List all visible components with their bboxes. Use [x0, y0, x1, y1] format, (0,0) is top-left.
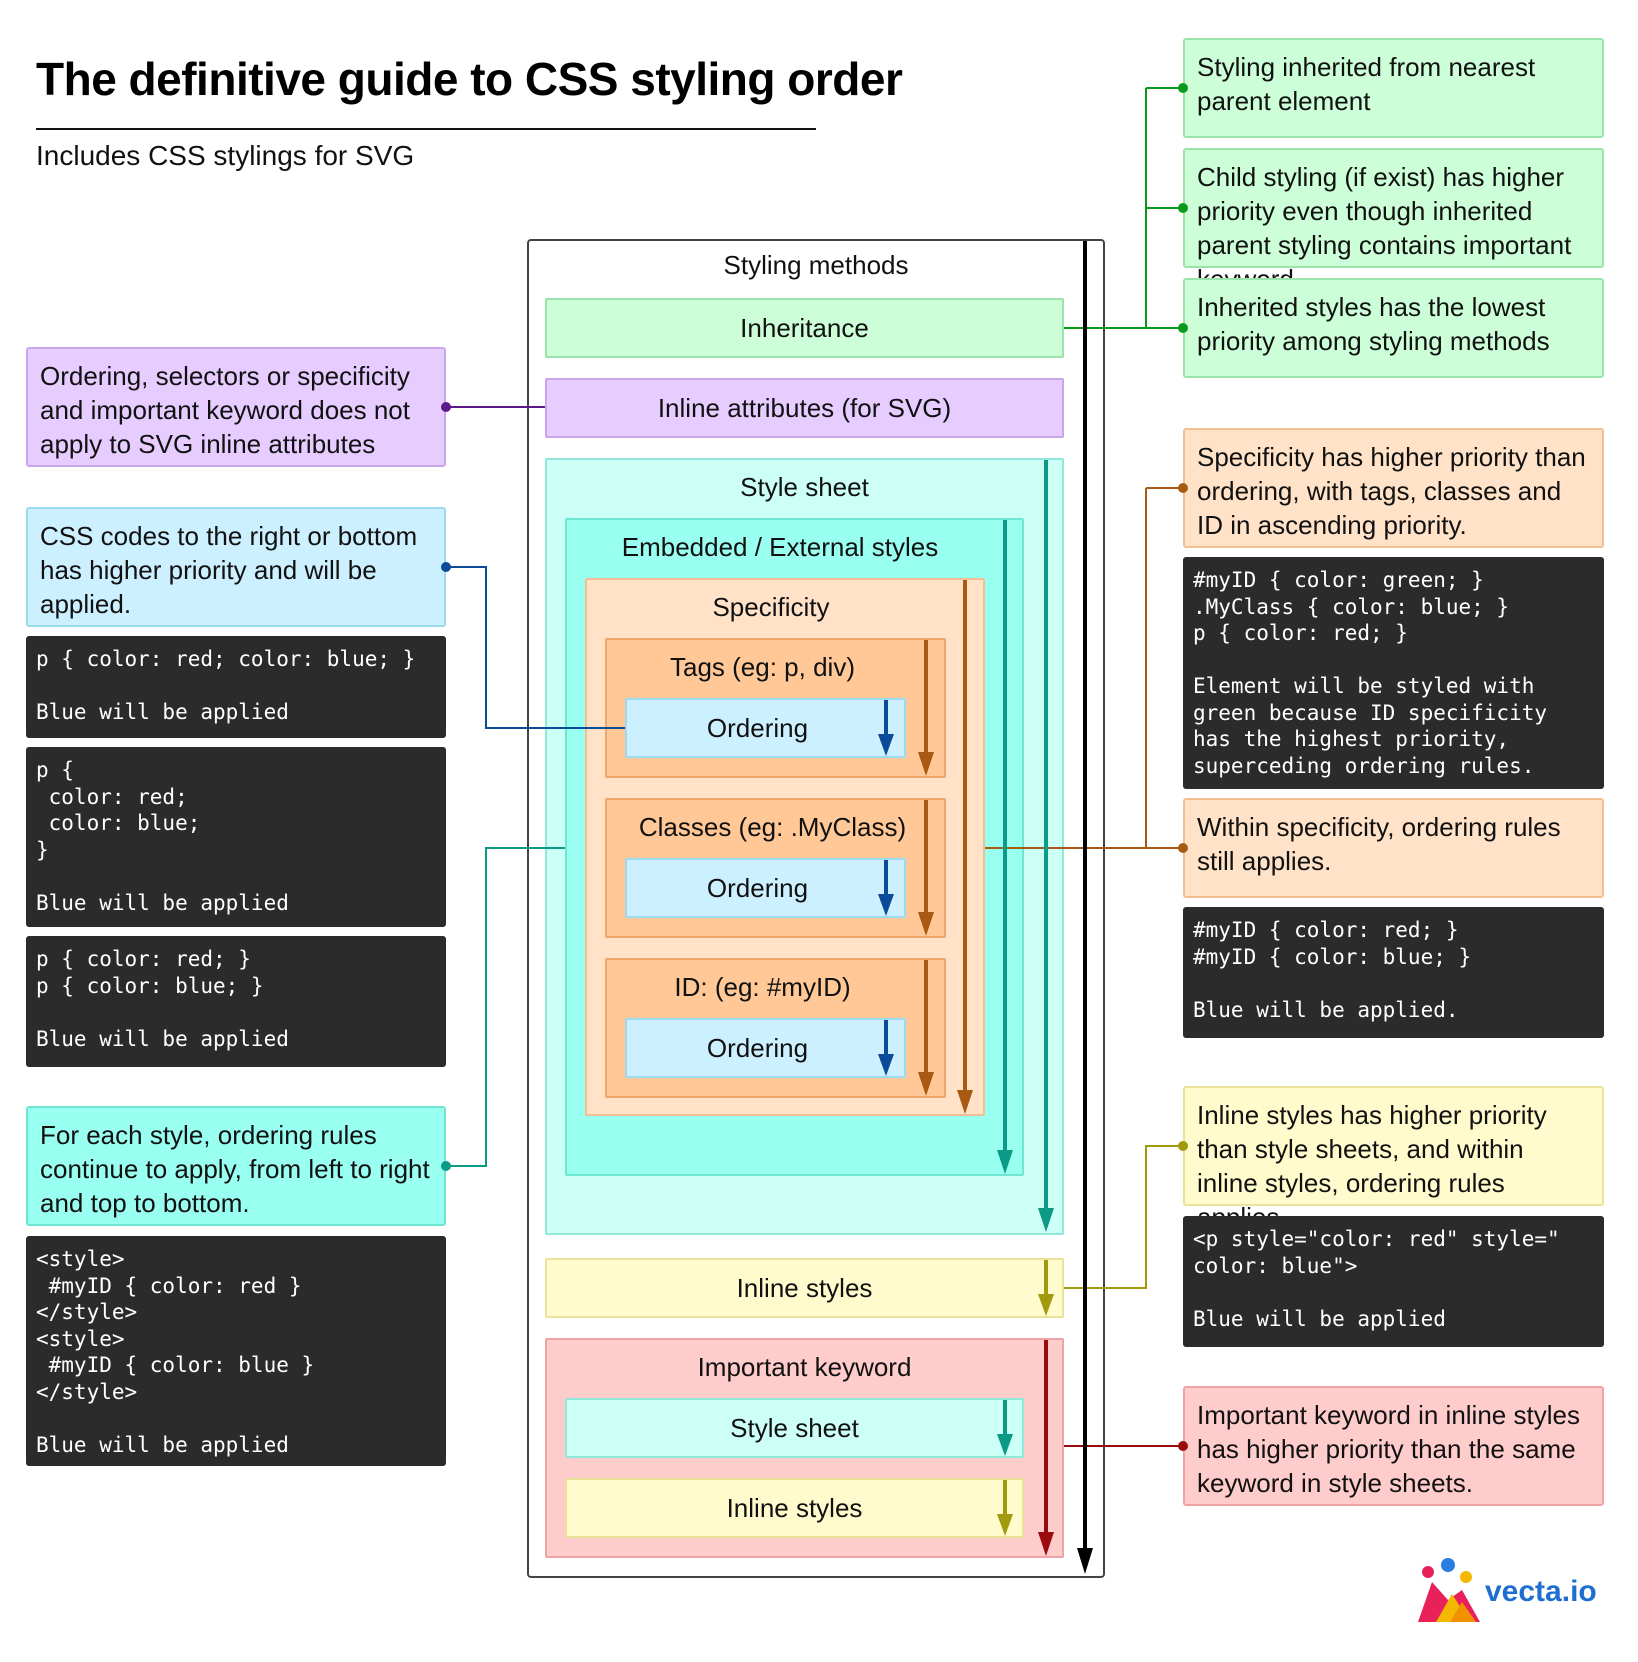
- vecta-logo-icon: [1418, 1558, 1480, 1622]
- id-label: ID: (eg: #myID): [674, 972, 851, 1002]
- important-inline-styles-box: [565, 1478, 1024, 1538]
- note-each-style: For each style, ordering rules continue …: [26, 1106, 446, 1226]
- id-ordering-box: [625, 1018, 906, 1078]
- style-sheet-label: Style sheet: [740, 472, 869, 502]
- code-specificity: #myID { color: green; } .MyClass { color…: [1183, 557, 1604, 789]
- important-style-sheet-label: Style sheet: [730, 1413, 859, 1443]
- inline-styles-label: Inline styles: [736, 1273, 873, 1303]
- code-example-1: p { color: red; color: blue; } Blue will…: [26, 636, 446, 738]
- note-inherited-nearest: Styling inherited from nearest parent el…: [1183, 38, 1604, 138]
- classes-label: Classes (eg: .MyClass): [638, 812, 907, 842]
- classes-ordering-label: Ordering: [706, 873, 809, 903]
- inline-styles-box: [545, 1258, 1064, 1318]
- note-within-specificity: Within specificity, ordering rules still…: [1183, 798, 1604, 898]
- styling-methods-title: Styling methods: [723, 250, 909, 280]
- embedded-external-label: Embedded / External styles: [621, 532, 939, 562]
- inline-attributes-box: [545, 378, 1064, 438]
- inheritance-box: [545, 298, 1064, 358]
- note-right-or-bottom: CSS codes to the right or bottom has hig…: [26, 507, 446, 627]
- inline-attributes-label: Inline attributes (for SVG): [657, 393, 952, 423]
- important-style-sheet-box: [565, 1398, 1024, 1458]
- inheritance-label: Inheritance: [740, 313, 869, 343]
- id-ordering-label: Ordering: [706, 1033, 809, 1063]
- page-subtitle: Includes CSS stylings for SVG: [36, 140, 415, 171]
- page-title: The definitive guide to CSS styling orde…: [36, 53, 903, 105]
- code-within-specificity: #myID { color: red; } #myID { color: blu…: [1183, 907, 1604, 1038]
- note-svg-attributes: Ordering, selectors or specificity and i…: [26, 347, 446, 467]
- code-example-2: p { color: red; color: blue; } Blue will…: [26, 747, 446, 927]
- important-inline-styles-label: Inline styles: [726, 1493, 863, 1523]
- tags-ordering-box: [625, 698, 906, 758]
- code-example-3: p { color: red; } p { color: blue; } Blu…: [26, 936, 446, 1067]
- note-important-inline: Important keyword in inline styles has h…: [1183, 1386, 1604, 1506]
- vecta-logo-text[interactable]: vecta.io: [1485, 1575, 1597, 1608]
- specificity-label: Specificity: [712, 592, 830, 622]
- note-inline-priority: Inline styles has higher priority than s…: [1183, 1086, 1604, 1232]
- code-example-4: <style> #myID { color: red } </style> <s…: [26, 1236, 446, 1466]
- note-specificity-priority: Specificity has higher priority than ord…: [1183, 428, 1604, 548]
- important-keyword-label: Important keyword: [697, 1352, 912, 1382]
- note-child-styling: Child styling (if exist) has higher prio…: [1183, 148, 1604, 294]
- classes-ordering-box: [625, 858, 906, 918]
- tags-ordering-label: Ordering: [706, 713, 809, 743]
- tags-label: Tags (eg: p, div): [670, 652, 855, 682]
- title-divider: [36, 128, 816, 130]
- code-inline: <p style="color: red" style=" color: blu…: [1183, 1216, 1604, 1347]
- note-inherited-lowest: Inherited styles has the lowest priority…: [1183, 278, 1604, 378]
